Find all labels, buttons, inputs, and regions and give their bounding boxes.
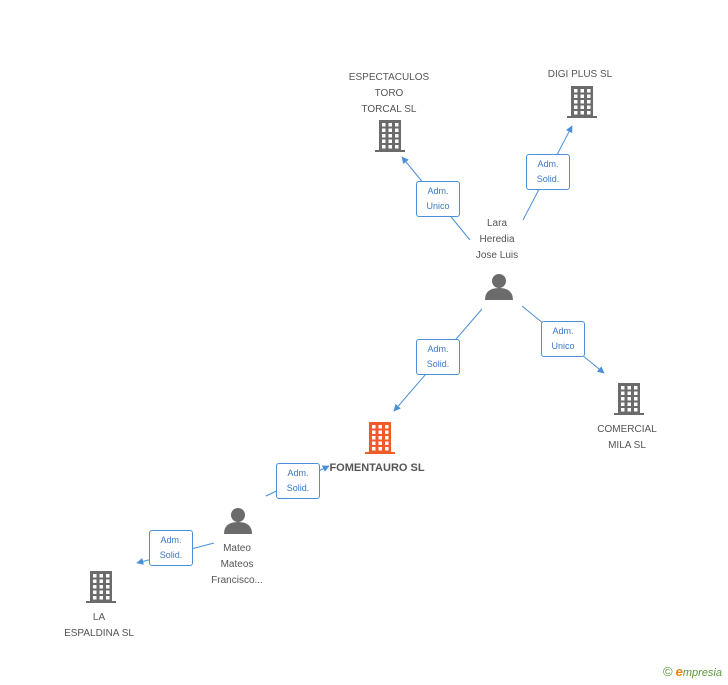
node-label-line: TORO: [374, 88, 404, 99]
edge-label-text: Solid.: [426, 359, 450, 369]
credit-watermark: ©empresia: [663, 664, 722, 679]
node-label-line: Jose Luis: [475, 250, 519, 261]
node-label-line: Heredia: [479, 234, 515, 245]
building-icon[interactable]: [86, 571, 116, 603]
brand-name: mpresia: [682, 667, 722, 679]
edge-label-text: Adm.: [427, 186, 449, 196]
edge-label-text: Solid.: [159, 550, 183, 560]
edge-label-text: Unico: [426, 201, 450, 211]
copyright-symbol: ©: [663, 664, 673, 679]
edge-label-text: Adm.: [427, 344, 449, 354]
edge-label-text: Adm.: [537, 159, 559, 169]
node-label-line: ESPECTACULOS: [348, 72, 430, 83]
edge-label-text: Adm.: [287, 468, 309, 478]
edge-label-mateo-espaldina[interactable]: Adm. Solid.: [149, 530, 193, 566]
building-icon[interactable]: [567, 86, 597, 118]
node-label-line: COMERCIAL: [597, 424, 657, 435]
node-label-line: Mateos: [220, 559, 254, 570]
node-label-espaldina[interactable]: LA ESPALDINA SL: [64, 610, 134, 642]
edge-label-text: Adm.: [160, 535, 182, 545]
brand-initial: e: [675, 664, 683, 679]
edge-label-lara-espectaculos[interactable]: Adm. Unico: [416, 181, 460, 217]
node-label-line: MILA SL: [608, 440, 646, 451]
building-icon[interactable]: [375, 120, 405, 152]
node-label-line: TORCAL SL: [361, 104, 417, 115]
node-label-line: Mateo: [223, 543, 251, 554]
node-label-line: LA: [92, 612, 106, 623]
person-icon[interactable]: [485, 274, 513, 300]
node-label-line: Lara: [486, 218, 507, 229]
edge-label-lara-digiplus[interactable]: Adm. Solid.: [526, 154, 570, 190]
edge-label-text: Unico: [551, 341, 575, 351]
node-label-comercial[interactable]: COMERCIAL MILA SL: [597, 422, 656, 454]
building-icon[interactable]: [614, 383, 644, 415]
edge-label-lara-fomentauro[interactable]: Adm. Solid.: [416, 339, 460, 375]
building-icon-highlight[interactable]: [365, 422, 395, 454]
node-label-line: DIGI PLUS SL: [547, 69, 613, 80]
node-label-espectaculos[interactable]: ESPECTACULOS TORO TORCAL SL: [349, 70, 429, 118]
node-label-digiplus[interactable]: DIGI PLUS SL: [548, 67, 612, 83]
edge-label-lara-comercial[interactable]: Adm. Unico: [541, 321, 585, 357]
edge-label-text: Adm.: [552, 326, 574, 336]
edge-label-text: Solid.: [536, 174, 560, 184]
edge-label-text: Solid.: [286, 483, 310, 493]
edge-label-mateo-fomentauro[interactable]: Adm. Solid.: [276, 463, 320, 499]
node-label-fomentauro[interactable]: FOMENTAURO SL: [329, 460, 424, 476]
person-icon[interactable]: [224, 508, 252, 534]
node-label-line: FOMENTAURO SL: [329, 462, 425, 474]
node-label-line: Francisco...: [211, 575, 263, 586]
node-label-line: ESPALDINA SL: [64, 628, 134, 639]
